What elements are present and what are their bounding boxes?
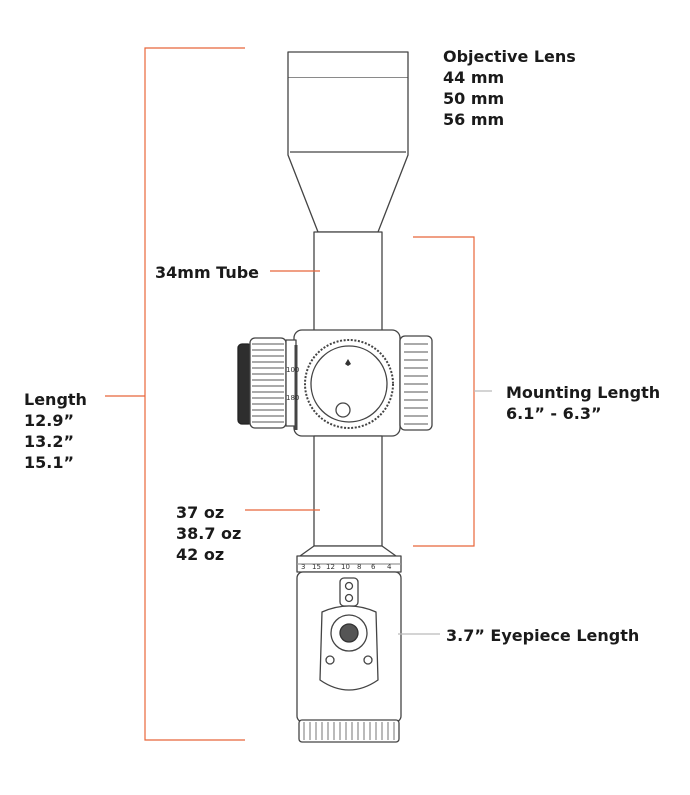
weight-value: 38.7 oz [176,524,242,543]
power-mark: 6 [371,563,376,571]
parallax-knob [249,337,287,429]
objective-lens-value: 50 mm [443,89,505,108]
weight-value: 37 oz [176,503,225,522]
turret-tick-label: 100 [286,366,299,374]
length-value: 13.2” [24,432,74,451]
power-mark: 12 [326,563,335,571]
weight-label: 37 oz 38.7 oz 42 oz [176,502,241,565]
objective-bell [287,51,409,79]
windage-knob-grip [404,343,428,425]
power-mark: 4 [387,563,392,571]
mounting-length-title: Mounting Length [506,383,661,402]
length-value: 15.1” [24,453,74,472]
tube-label-text: 34mm Tube [155,263,260,282]
power-mark: 8 [357,563,361,571]
power-mark: 15 [312,563,321,571]
turret-tick-label: 180 [286,394,299,402]
main-tube-upper [313,231,383,333]
parallax-knob-grip [252,343,284,423]
eyepiece-length-text: 3.7” Eyepiece Length [446,626,640,645]
diopter-ring [298,719,400,743]
tube-label: 34mm Tube [155,262,259,283]
main-tube-lower [313,435,383,547]
objective-body [287,78,409,233]
eyepiece-length-label: 3.7” Eyepiece Length [446,625,639,646]
power-mark: 3 [301,563,305,571]
weight-value: 42 oz [176,545,225,564]
elevation-turret [310,345,388,423]
power-mark: 10 [341,563,350,571]
length-bracket [144,47,245,741]
objective-lens-label: Objective Lens 44 mm 50 mm 56 mm [443,46,576,130]
objective-lens-value: 44 mm [443,68,505,87]
mounting-length-value: 6.1” - 6.3” [506,404,602,423]
objective-lens-value: 56 mm [443,110,505,129]
power-ring-base [299,545,397,557]
length-value: 12.9” [24,411,74,430]
length-label: Length 12.9” 13.2” 15.1” [24,389,87,473]
turret-lock-button [335,402,351,418]
objective-lens-title: Objective Lens [443,47,576,66]
turret-logo-icon [345,359,351,366]
length-title: Length [24,390,87,409]
mounting-length-label: Mounting Length 6.1” - 6.3” [506,382,660,424]
